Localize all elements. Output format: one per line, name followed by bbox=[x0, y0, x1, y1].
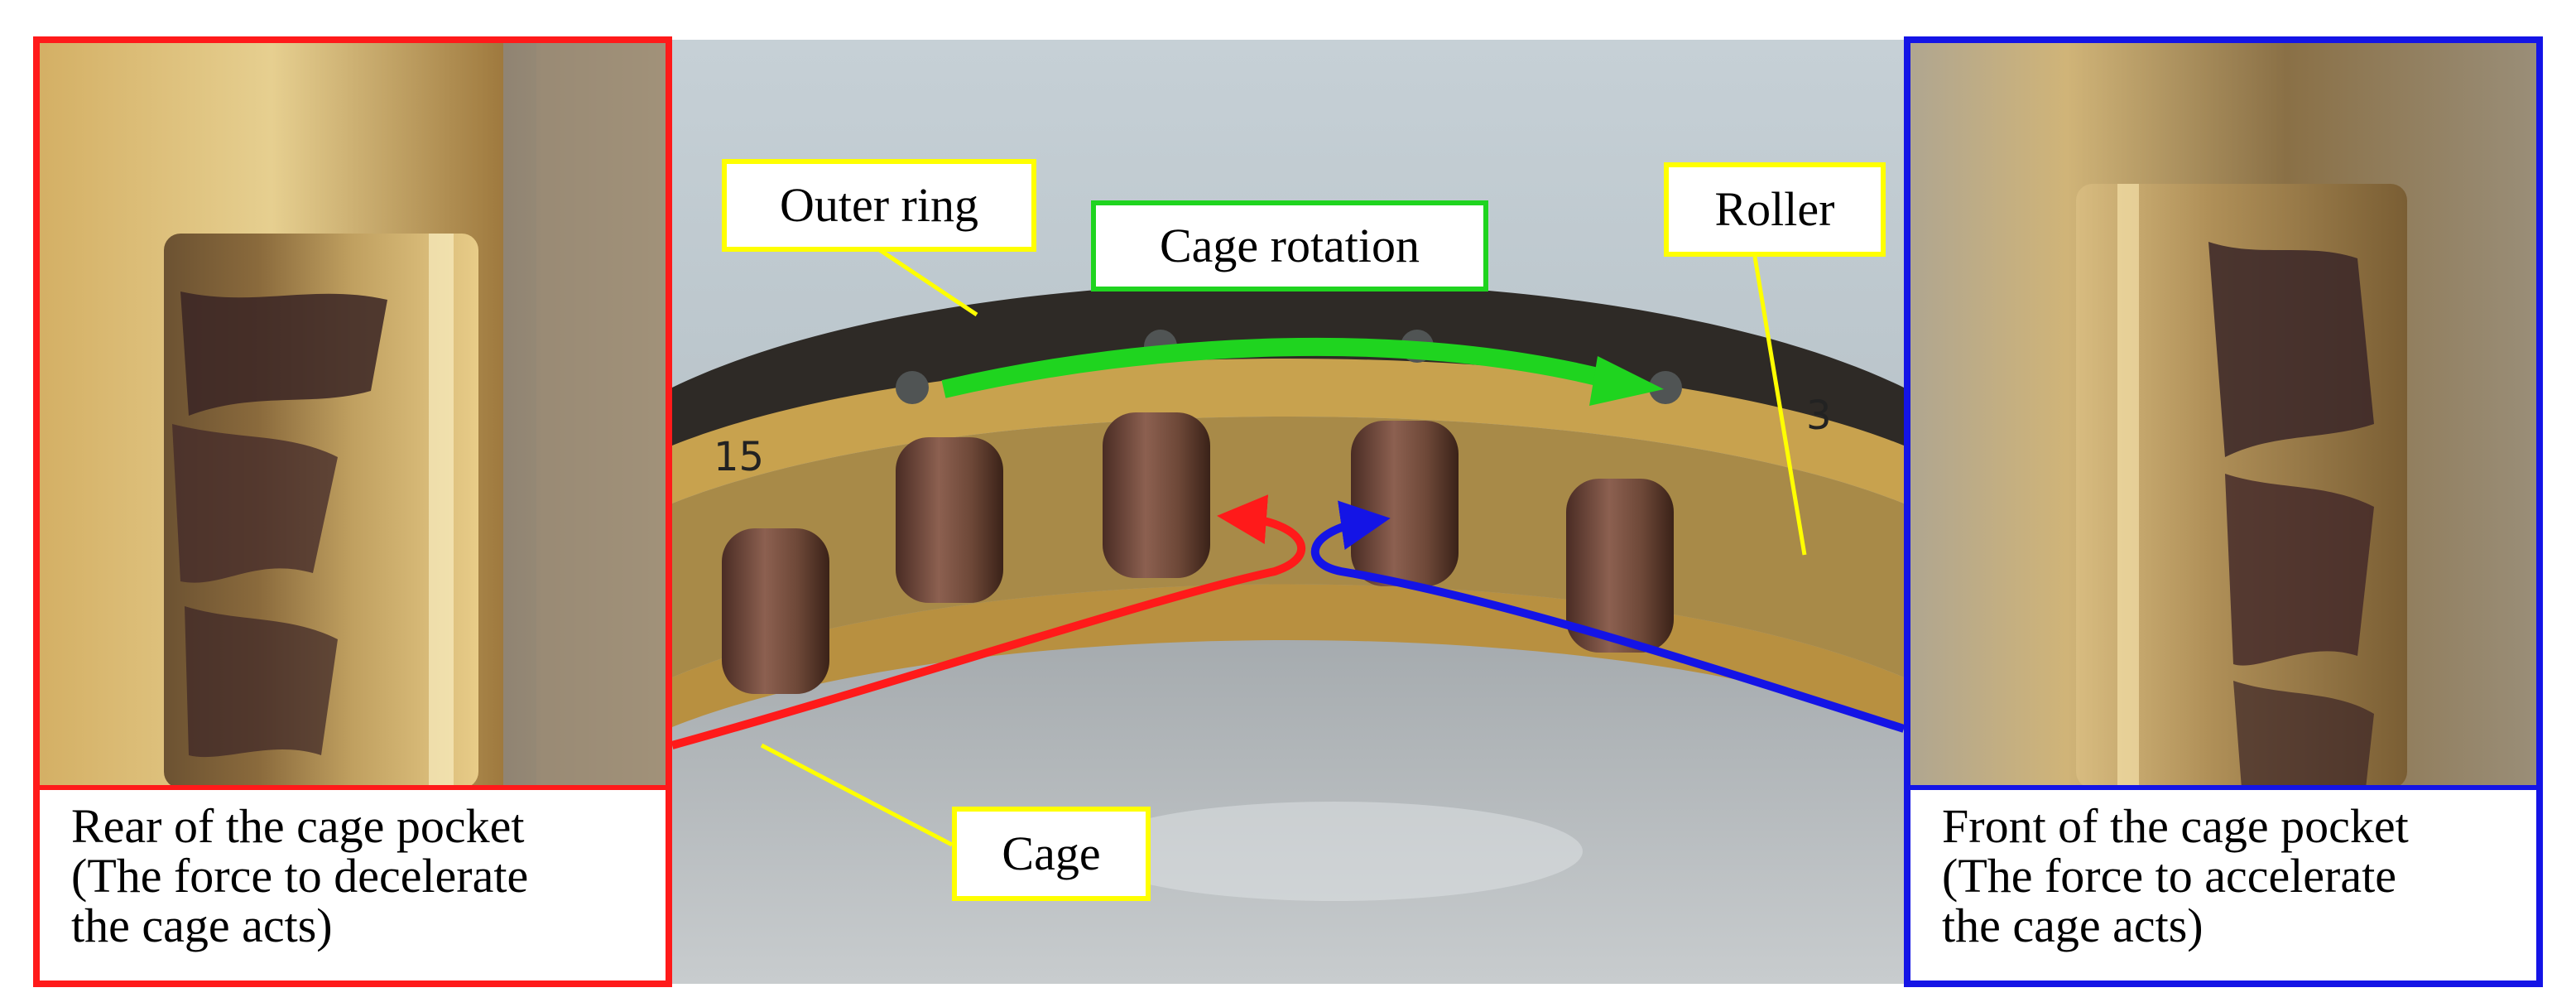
rear-pocket-caption: Rear of the cage pocket (The force to de… bbox=[40, 785, 666, 980]
caption-line: (The force to accelerate bbox=[1942, 849, 2396, 903]
cage-number: 15 bbox=[714, 434, 764, 480]
caption-line: Rear of the cage pocket bbox=[71, 799, 525, 853]
front-pocket-panel: Front of the cage pocket (The force to a… bbox=[1904, 36, 2543, 987]
rear-pocket-panel: Rear of the cage pocket (The force to de… bbox=[33, 36, 672, 987]
front-pocket-caption: Front of the cage pocket (The force to a… bbox=[1910, 785, 2536, 980]
outer-ring-label: Outer ring bbox=[722, 159, 1036, 252]
caption-line: (The force to decelerate bbox=[71, 849, 529, 903]
caption-line: the cage acts) bbox=[1942, 899, 2204, 952]
cage-number: 3 bbox=[1806, 393, 1832, 439]
caption-line: Front of the cage pocket bbox=[1942, 799, 2409, 853]
roller-label: Roller bbox=[1664, 162, 1886, 257]
front-pocket-photo bbox=[1910, 43, 2536, 788]
rear-pocket-photo bbox=[40, 43, 666, 788]
cage-label: Cage bbox=[952, 807, 1151, 901]
caption-line: the cage acts) bbox=[71, 899, 333, 952]
cage-rotation-label: Cage rotation bbox=[1091, 200, 1488, 292]
